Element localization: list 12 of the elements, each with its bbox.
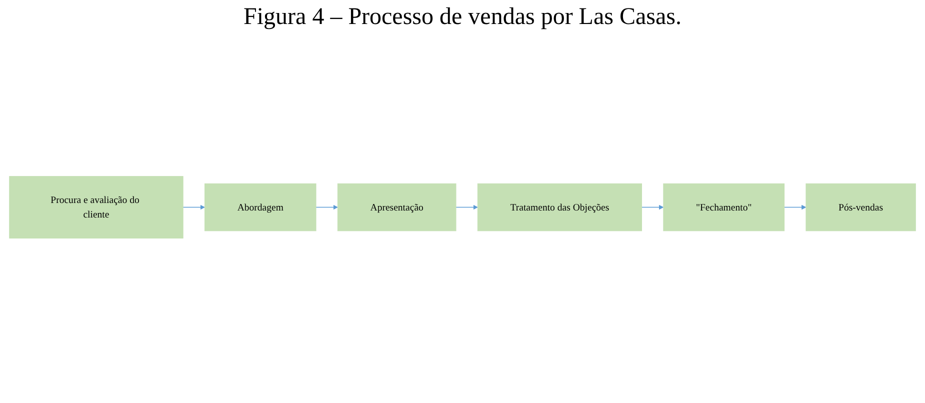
node-box: Apresentação [337,183,456,231]
arrow [316,204,338,210]
node-box: Tratamento das Objeções [477,183,642,231]
node-box: "Fechamento" [663,183,785,231]
figure-title: Figura 4 – Processo de vendas por Las Casas. [242,4,682,31]
arrow [784,204,806,210]
arrow [182,204,205,210]
arrow [641,204,664,210]
node-box: Abordagem [204,183,316,231]
node-box: Pós-vendas [806,183,916,231]
arrow [456,204,478,210]
node-box: Procura e avaliação do cliente [9,176,184,238]
